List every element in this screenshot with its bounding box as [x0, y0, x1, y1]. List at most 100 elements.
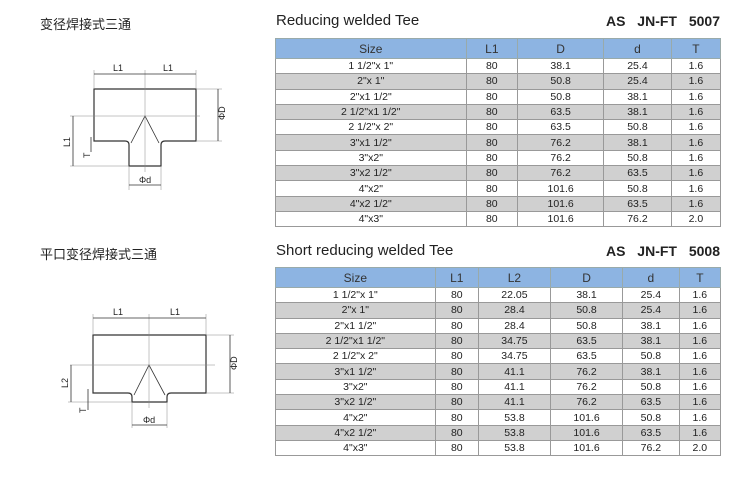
- table-cell: 80: [434, 332, 479, 350]
- table-cell: 101.6: [517, 210, 605, 228]
- table-cell: 76.2: [549, 394, 624, 411]
- table-cell: 80: [465, 165, 519, 182]
- dim-label-side: L1: [62, 137, 72, 147]
- dim-label-phi-D: ΦD: [229, 356, 239, 370]
- table-cell: 38.1: [622, 332, 680, 350]
- column-header: D: [549, 267, 624, 288]
- table-cell: 63.5: [517, 119, 605, 136]
- table-cell: 1.6: [678, 378, 722, 396]
- column-header: d: [622, 267, 680, 288]
- table-cell: 80: [434, 424, 479, 441]
- section-1-chinese-title: 变径焊接式三通: [40, 18, 132, 33]
- table-cell: 76.2: [517, 165, 605, 182]
- table-cell: 3"x2 1/2": [275, 394, 436, 411]
- table-cell: 80: [465, 195, 519, 212]
- dim-label-t: T: [78, 407, 88, 413]
- column-header: T: [678, 267, 722, 288]
- table-cell: 2 1/2"x1 1/2": [275, 332, 436, 350]
- table-cell: 38.1: [603, 103, 672, 121]
- dim-label-phi-d: Φd: [139, 175, 151, 185]
- table-cell: 50.8: [622, 348, 680, 365]
- column-header: L1: [434, 267, 479, 288]
- table-cell: 4"x3": [275, 439, 436, 457]
- diagram-reducing-tee: L1 L1 ΦD Φd L1 T: [62, 63, 227, 190]
- table-cell: 80: [434, 302, 479, 319]
- table-cell: 101.6: [517, 195, 605, 212]
- table-cell: 101.6: [549, 439, 624, 457]
- section-2-title: Short reducing welded Tee: [276, 242, 454, 259]
- table-cell: 80: [465, 210, 519, 228]
- table-cell: 1.6: [670, 134, 722, 151]
- column-header: L1: [465, 38, 519, 59]
- table-cell: 63.5: [603, 195, 672, 212]
- dim-label-phi-d: Φd: [143, 415, 155, 425]
- table-cell: 2 1/2"x 2": [275, 119, 467, 136]
- table-cell: 76.2: [517, 149, 605, 167]
- dim-label-l1-right: L1: [170, 307, 180, 317]
- table-cell: 76.2: [622, 439, 680, 457]
- table-cell: 63.5: [622, 424, 680, 441]
- column-header: d: [603, 38, 672, 59]
- table-cell: 1.6: [670, 195, 722, 212]
- table-cell: 2"x 1": [275, 73, 467, 90]
- dim-label-t: T: [82, 152, 92, 158]
- table-cell: 63.5: [517, 103, 605, 121]
- table-cell: 76.2: [517, 134, 605, 151]
- table-cell: 4"x3": [275, 210, 467, 228]
- table-cell: 25.4: [622, 302, 680, 319]
- table-cell: 53.8: [477, 424, 551, 441]
- column-header: T: [670, 38, 722, 59]
- table-cell: 1.6: [670, 119, 722, 136]
- column-header: L2: [477, 267, 551, 288]
- table-cell: 76.2: [549, 378, 624, 396]
- table-cell: 2"x1 1/2": [275, 88, 467, 105]
- table-cell: 80: [434, 439, 479, 457]
- table-cell: 2.0: [670, 210, 722, 228]
- table-cell: 28.4: [477, 317, 551, 334]
- table-cell: 2.0: [678, 439, 722, 457]
- section-1-title: Reducing welded Tee: [276, 12, 420, 29]
- table-cell: 50.8: [622, 409, 680, 426]
- table-cell: 63.5: [549, 332, 624, 350]
- table-cell: 63.5: [603, 165, 672, 182]
- dim-label-l1-left: L1: [113, 63, 123, 73]
- column-header: Size: [275, 267, 436, 288]
- table-cell: 1.6: [678, 424, 722, 441]
- table-cell: 53.8: [477, 439, 551, 457]
- section-2-chinese-title: 平口变径焊接式三通: [40, 248, 158, 263]
- table-cell: 76.2: [603, 210, 672, 228]
- section-1-code: AS JN-FT 5007: [605, 13, 720, 29]
- table-cell: 1.6: [670, 73, 722, 90]
- section-2-code: AS JN-FT 5008: [605, 243, 720, 259]
- table-cell: 1.6: [678, 394, 722, 411]
- table-cell: 1.6: [670, 180, 722, 197]
- table-cell: 25.4: [603, 73, 672, 90]
- diagram-short-reducing-tee: L1 L1 ΦD Φd L2 T: [60, 307, 239, 428]
- table-cell: 1.6: [678, 409, 722, 426]
- column-header: Size: [275, 38, 467, 59]
